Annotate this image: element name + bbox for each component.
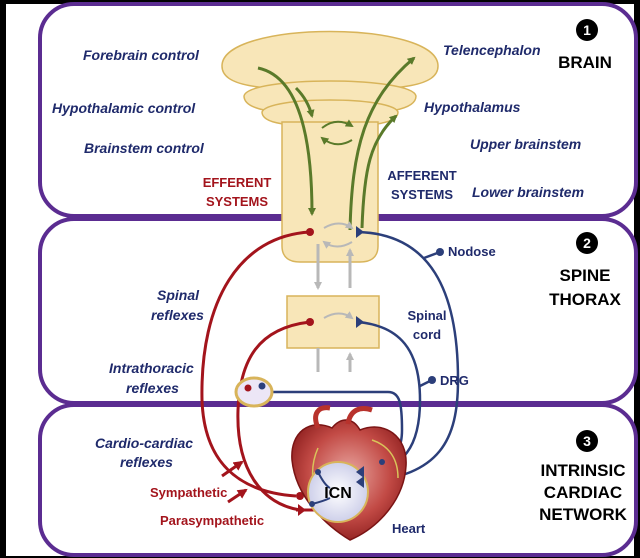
heart-illustration <box>291 405 407 541</box>
spinal-reflexes-line-2: reflexes <box>151 307 204 323</box>
section-number-2: 2 <box>583 235 591 251</box>
heart-section-frame <box>38 403 638 557</box>
heart-title-line-1: INTRINSIC <box>541 461 626 480</box>
afferent-label-line-2: SYSTEMS <box>391 187 453 202</box>
hypothalamus-label: Hypothalamus <box>424 99 521 115</box>
section-badge-3: 3 <box>576 430 598 452</box>
heart-title-line-3: NETWORK <box>539 505 628 524</box>
spinal-reflexes-line-1: Spinal <box>157 287 200 303</box>
brain-pathways <box>257 56 416 231</box>
intraspinal-pathways <box>314 221 354 372</box>
heart-label: Heart <box>392 521 426 536</box>
spinal-cord-line-2: cord <box>413 327 441 342</box>
icn-label: ICN <box>324 485 352 502</box>
telencephalon-label: Telencephalon <box>443 42 541 58</box>
upper-brainstem-label: Upper brainstem <box>470 136 581 152</box>
section-badge-2: 2 <box>576 232 598 254</box>
section-badge-1: 1 <box>576 19 598 41</box>
cardio-reflexes-line-2: reflexes <box>120 454 173 470</box>
drg-label: DRG <box>440 373 469 388</box>
spinal-cord-line-1: Spinal <box>407 308 446 323</box>
afferent-label-line-1: AFFERENT <box>387 168 456 183</box>
spine-title-line-1: SPINE <box>559 266 610 285</box>
cardio-reflexes-line-1: Cardio-cardiac <box>95 435 193 451</box>
parasympathetic-label: Parasympathetic <box>160 513 264 528</box>
efferent-label-line-1: EFFERENT <box>203 175 272 190</box>
heart-afferent-lines <box>311 471 331 505</box>
brain-title: BRAIN <box>558 53 612 72</box>
sympathetic-label: Sympathetic <box>150 485 227 500</box>
section-number-1: 1 <box>583 22 591 38</box>
intrathoracic-reflexes-line-1: Intrathoracic <box>109 360 194 376</box>
heart-title-line-2: CARDIAC <box>544 483 622 502</box>
nodose-label: Nodose <box>448 244 496 259</box>
spine-title-line-2: THORAX <box>549 290 621 309</box>
hypothalamic-control-label: Hypothalamic control <box>52 100 196 116</box>
lower-brainstem-label: Lower brainstem <box>472 184 584 200</box>
forebrain-control-label: Forebrain control <box>83 47 200 63</box>
section-number-3: 3 <box>583 433 591 449</box>
intrathoracic-reflexes-line-2: reflexes <box>126 380 179 396</box>
efferent-label-line-2: SYSTEMS <box>206 194 268 209</box>
brainstem-control-label: Brainstem control <box>84 140 205 156</box>
afferent-terminals <box>356 226 444 384</box>
intrathoracic-ganglion <box>234 376 274 408</box>
